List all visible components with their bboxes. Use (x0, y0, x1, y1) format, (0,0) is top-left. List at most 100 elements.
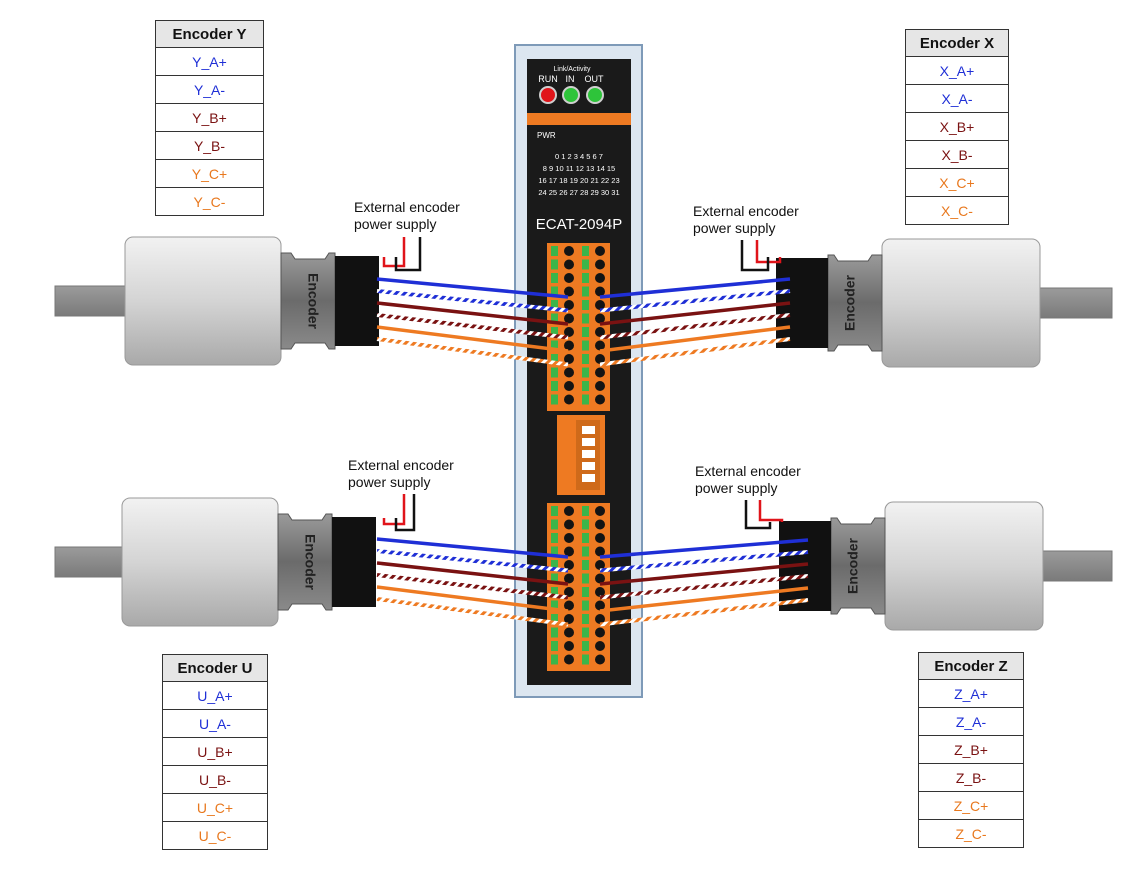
encoder-body (881, 238, 1041, 368)
terminal-hole (595, 546, 605, 557)
power-label-x: External encoder power supply (693, 203, 799, 237)
terminal-hole (595, 327, 605, 337)
terminal-release-green (582, 381, 589, 391)
encoder-y: Encoder (54, 236, 379, 366)
power-label-line: External encoder (354, 199, 460, 215)
table-cell: Z_A- (918, 707, 1024, 736)
signal-wire (376, 277, 569, 299)
terminal-hole (564, 627, 574, 638)
encoder-x: Encoder (776, 238, 1113, 368)
terminal-hole (564, 506, 574, 516)
signal-wire-hatched (376, 549, 569, 573)
signal-wire-hatched (599, 313, 791, 340)
module-name: ECAT-2094P (536, 216, 622, 233)
table-cell: Y_B- (155, 131, 264, 160)
power-label-line: power supply (695, 480, 778, 496)
encoder-y-table: Encoder Y Y_A+ Y_A- Y_B+ Y_B- Y_C+ Y_C- (155, 20, 264, 216)
terminal-release-green (551, 313, 558, 324)
power-label-y: External encoder power supply (354, 199, 460, 233)
power-u (382, 494, 416, 532)
signal-wire (599, 538, 809, 559)
terminal-release-green (551, 546, 558, 557)
encoder-connector (332, 517, 376, 607)
out-led-icon (586, 86, 604, 104)
terminal-hole (595, 573, 605, 584)
table-cell: Z_B- (918, 763, 1024, 792)
terminal-hole (595, 641, 605, 651)
terminal-release-green (582, 394, 589, 405)
terminal-release-green (582, 327, 589, 337)
signal-wire (376, 325, 569, 353)
power-x (740, 240, 782, 272)
terminal-hole (595, 519, 605, 530)
power-label-line: External encoder (348, 457, 454, 473)
signal-wire (599, 301, 791, 326)
terminal-release-green (582, 300, 589, 310)
io-row-1: 8 9 10 11 12 13 14 15 (543, 164, 615, 173)
terminal-hole (564, 600, 574, 611)
terminal-hole (564, 381, 574, 391)
encoder-label: Encoder (842, 274, 858, 331)
shaft (1039, 550, 1113, 582)
terminal-release-green (582, 506, 589, 516)
signal-wire (599, 586, 809, 613)
signal-wire (599, 562, 809, 586)
table-cell: U_B+ (162, 737, 268, 766)
terminal-release-green (582, 286, 589, 297)
table-cell: U_C- (162, 821, 268, 850)
pwr-label: PWR (537, 131, 556, 140)
terminal-block-bottom (547, 503, 610, 671)
middle-connector (557, 415, 605, 495)
signal-wire-hatched (599, 550, 809, 573)
terminal-hole (595, 286, 605, 297)
terminal-hole (564, 654, 574, 665)
encoder-neck (830, 517, 886, 615)
terminal-release-green (551, 286, 558, 297)
shaft (54, 546, 131, 578)
terminal-hole (564, 327, 574, 337)
power-wire-negative (744, 500, 772, 530)
terminal-hole (595, 600, 605, 611)
terminal-hole (564, 354, 574, 364)
terminal-hole (564, 286, 574, 297)
power-y (382, 237, 422, 272)
run-label: RUN (538, 74, 558, 84)
terminal-release-green (551, 327, 558, 337)
terminal-release-green (582, 246, 589, 256)
power-label-line: power supply (348, 474, 431, 490)
table-cell: Z_C- (918, 819, 1024, 848)
encoder-body (124, 236, 282, 366)
terminal-hole (564, 246, 574, 256)
signal-wire-hatched (376, 597, 569, 627)
signal-wire (376, 585, 569, 613)
table-cell: X_C- (905, 196, 1009, 225)
signal-wire-hatched (376, 289, 569, 313)
terminal-release-green (582, 273, 589, 283)
table-cell: Z_C+ (918, 791, 1024, 820)
wires-z (599, 538, 809, 627)
signal-wire-hatched (599, 574, 809, 600)
encoder-y-title: Encoder Y (155, 20, 264, 48)
terminal-hole (595, 587, 605, 597)
ecat-module: Link/Activity RUN IN OUT PWR 0 1 2 3 4 5… (514, 44, 643, 698)
encoder-z-table: Encoder Z Z_A+ Z_A- Z_B+ Z_B- Z_C+ Z_C- (918, 652, 1024, 848)
table-cell: X_A- (905, 84, 1009, 113)
terminal-release-green (551, 614, 558, 624)
terminal-hole (595, 654, 605, 665)
power-label-line: External encoder (695, 463, 801, 479)
power-wire-negative (394, 237, 422, 272)
shaft (54, 285, 131, 317)
terminal-hole (564, 587, 574, 597)
terminal-hole (564, 394, 574, 405)
encoder-body (884, 501, 1044, 631)
terminal-release-green (582, 641, 589, 651)
terminal-hole (564, 533, 574, 543)
power-wire-positive (758, 500, 784, 522)
power-wire-positive (382, 494, 406, 526)
table-cell: Y_C+ (155, 159, 264, 188)
terminal-hole (595, 560, 605, 570)
terminal-hole (564, 259, 574, 270)
terminal-release-green (582, 560, 589, 570)
terminal-release-green (551, 394, 558, 405)
signal-wire-hatched (599, 289, 791, 313)
